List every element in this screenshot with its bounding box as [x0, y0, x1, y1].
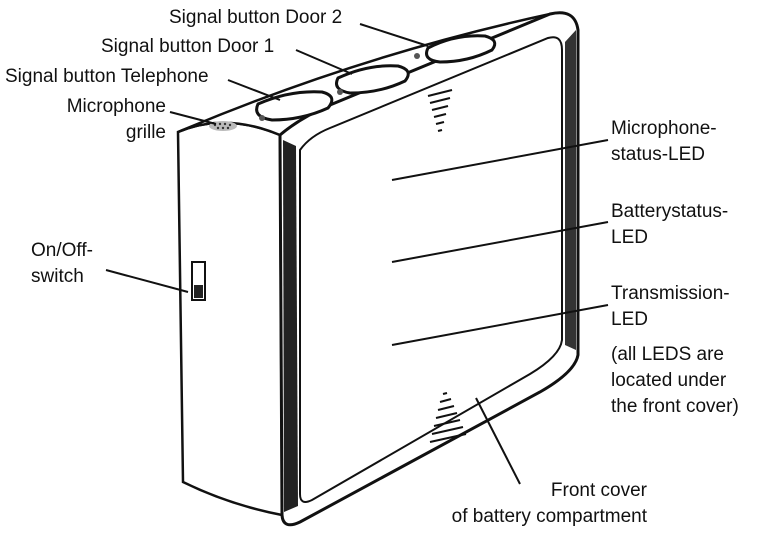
label-microphone-status-led: Microphone- status-LED — [611, 116, 717, 168]
label-leds-note-line3: the front cover) — [611, 396, 739, 417]
label-battery-status-led-line2: LED — [611, 227, 648, 248]
label-on-off-switch: On/Off- switch — [31, 238, 93, 290]
label-leds-note-line1: (all LEDS are — [611, 344, 724, 365]
label-transmission-led: Transmission- LED — [611, 281, 730, 333]
label-microphone-status-led-line1: Microphone- — [611, 118, 717, 139]
label-battery-status-led: Batterystatus- LED — [611, 199, 728, 251]
leader-signal-telephone — [227, 79, 281, 101]
label-microphone-grille: Microphone grille — [40, 94, 166, 146]
leader-battery-status-led — [391, 221, 609, 263]
on-off-switch-shape — [191, 261, 206, 301]
label-signal-button-door2: Signal button Door 2 — [169, 7, 343, 28]
label-signal-button-telephone: Signal button Telephone — [5, 66, 209, 87]
front-cover-panel — [299, 36, 563, 503]
leader-front-cover — [475, 397, 521, 485]
label-on-off-switch-line1: On/Off- — [31, 240, 93, 261]
label-microphone-status-led-line2: status-LED — [611, 144, 705, 165]
device-left-side — [176, 121, 284, 517]
signal-button-door1-shape — [335, 64, 410, 95]
lower-arrow-marker — [429, 392, 467, 443]
signal-button-door2-shape — [414, 34, 497, 64]
upper-arrow-marker — [427, 89, 453, 132]
leader-signal-door2 — [359, 23, 429, 47]
leader-transmission-led — [391, 304, 609, 346]
leader-microphone-status-led — [391, 139, 609, 181]
leader-signal-door1 — [295, 49, 353, 75]
label-transmission-led-line1: Transmission- — [611, 283, 730, 304]
label-microphone-grille-line1: Microphone — [66, 96, 166, 117]
label-signal-button-door1: Signal button Door 1 — [101, 36, 275, 57]
label-on-off-switch-line2: switch — [31, 266, 84, 287]
leader-microphone-grille — [169, 111, 217, 125]
leader-lines — [105, 23, 609, 485]
leader-on-off-switch — [105, 269, 189, 293]
label-leds-note-line2: located under — [611, 370, 727, 391]
label-battery-status-led-line1: Batterystatus- — [611, 201, 729, 222]
label-microphone-grille-line2: grille — [125, 122, 166, 143]
label-transmission-led-line2: LED — [611, 309, 648, 330]
label-leds-note: (all LEDS are located under the front co… — [611, 342, 739, 420]
bezel-right-strip — [565, 30, 576, 350]
label-front-cover-line2: of battery compartment — [451, 506, 647, 527]
label-front-cover: Front cover of battery compartment — [420, 478, 647, 530]
label-front-cover-line1: Front cover — [550, 480, 647, 501]
bezel-edge-strip — [283, 140, 298, 512]
